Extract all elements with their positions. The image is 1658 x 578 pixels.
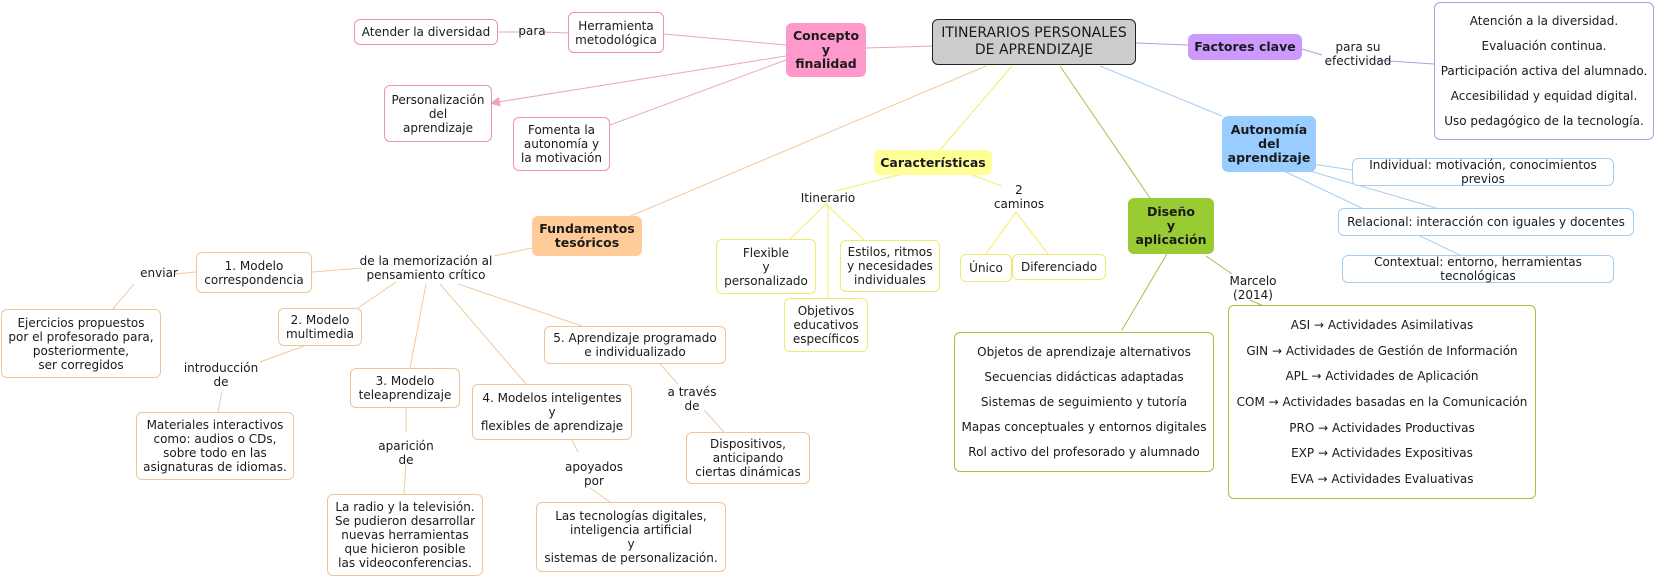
objetos-list-node[interactable]: Objetos de aprendizaje alternativos Secu… (954, 332, 1214, 472)
diseno-item: Secuencias didácticas adaptadas (984, 369, 1184, 384)
actividad-item: APL → Actividades de Aplicación (1285, 369, 1479, 384)
ejercicios-node[interactable]: Ejercicios propuestos por el profesorado… (1, 309, 161, 378)
diseno-item: Sistemas de seguimiento y tutoría (980, 394, 1188, 409)
fundamentos-node[interactable]: Fundamentos tesóricos (532, 216, 642, 256)
actividad-item: EVA → Actividades Evaluativas (1290, 472, 1474, 487)
modelo-2-node[interactable]: 2. Modelo multimedia (278, 308, 362, 346)
fundamentos-edges (111, 65, 987, 503)
modelo-4-node[interactable]: 4. Modelos inteligentes y flexibles de a… (472, 384, 632, 440)
actividad-item: ASI → Actividades Asimilativas (1290, 317, 1474, 332)
personalizacion-node[interactable]: Personalización del aprendizaje (384, 85, 492, 142)
modelo-5-node[interactable]: 5. Aprendizaje programado e individualiz… (544, 326, 726, 364)
actividad-item: COM → Actividades basadas en la Comunica… (1236, 394, 1528, 409)
root-title-node[interactable]: ITINERARIOS PERSONALES DE APRENDIZAJE (932, 19, 1136, 65)
herramienta-node[interactable]: Herramienta metodológica (568, 12, 664, 53)
relacional-node[interactable]: Relacional: interacción con iguales y do… (1338, 208, 1634, 236)
actividad-item: PRO → Actividades Productivas (1289, 420, 1475, 435)
dispositivos-node[interactable]: Dispositivos, anticipando ciertas dinámi… (686, 432, 810, 484)
objetivos-node[interactable]: Objetivos educativos específicos (784, 298, 868, 352)
contextual-node[interactable]: Contextual: entorno, herramientas tecnol… (1342, 255, 1614, 283)
concepto-node[interactable]: Concepto y finalidad (786, 23, 866, 77)
caracteristicas-node[interactable]: Características (874, 150, 992, 175)
individual-node[interactable]: Individual: motivación, conocimientos pr… (1352, 158, 1614, 186)
factores-edges (1135, 42, 1435, 65)
autonomia-node[interactable]: Autonomía del aprendizaje (1222, 116, 1316, 172)
flexible-node[interactable]: Flexible y personalizado (716, 239, 816, 294)
actividad-item: GIN → Actividades de Gestión de Informac… (1246, 343, 1518, 358)
marcelo-label: Marcelo (2014) (1229, 274, 1277, 302)
diversidad-node[interactable]: Atender la diversidad (354, 19, 498, 45)
caminos-label: 2 caminos (993, 183, 1045, 211)
itinerario-label: Itinerario (800, 191, 856, 205)
estilos-node[interactable]: Estilos, ritmos y necesidades individual… (840, 240, 940, 292)
atraves-label: a través de (667, 385, 717, 413)
materiales-node[interactable]: Materiales interactivos como: audios o C… (136, 412, 294, 480)
introduccion-label: introducción de (183, 361, 259, 389)
factores-item: Evaluación continua. (1481, 39, 1607, 54)
factores-item: Atención a la diversidad. (1469, 14, 1619, 29)
efectividad-label: para su efectividad (1324, 40, 1392, 68)
memorizacion-label: de la memorización al pensamiento crític… (359, 254, 493, 282)
actividades-list-node[interactable]: ASI → Actividades Asimilativas GIN → Act… (1228, 305, 1536, 499)
actividad-item: EXP → Actividades Expositivas (1291, 446, 1473, 461)
concepto-edges (490, 31, 935, 126)
radio-tv-node[interactable]: La radio y la televisión. Se pudieron de… (327, 494, 483, 576)
diseno-item: Objetos de aprendizaje alternativos (977, 344, 1191, 359)
unico-node[interactable]: Único (960, 254, 1012, 282)
modelo-1-node[interactable]: 1. Modelo correspondencia (196, 252, 312, 293)
fomenta-node[interactable]: Fomenta la autonomía y la motivación (513, 117, 610, 171)
aparicion-label: aparición de (378, 439, 434, 467)
factores-item: Accesibilidad y equidad digital. (1450, 88, 1638, 103)
factores-item: Uso pedagógico de la tecnología. (1444, 113, 1644, 128)
para-label: para (518, 24, 546, 38)
diseno-item: Rol activo del profesorado y alumnado (968, 445, 1200, 460)
apoyados-label: apoyados por (565, 460, 623, 488)
diferenciado-node[interactable]: Diferenciado (1012, 254, 1106, 280)
factores-list-node[interactable]: Atención a la diversidad. Evaluación con… (1434, 2, 1654, 140)
factores-node[interactable]: Factores clave (1188, 34, 1302, 60)
tecnologias-node[interactable]: Las tecnologías digitales, inteligencia … (536, 502, 726, 572)
caracteristicas-edges (789, 65, 1049, 298)
modelo-3-node[interactable]: 3. Modelo teleaprendizaje (350, 368, 460, 408)
diseno-node[interactable]: Diseño y aplicación (1128, 198, 1214, 254)
diseno-item: Mapas conceptuales y entornos digitales (961, 420, 1207, 435)
enviar-label: enviar (140, 266, 178, 280)
factores-item: Participación activa del alumnado. (1440, 63, 1648, 78)
